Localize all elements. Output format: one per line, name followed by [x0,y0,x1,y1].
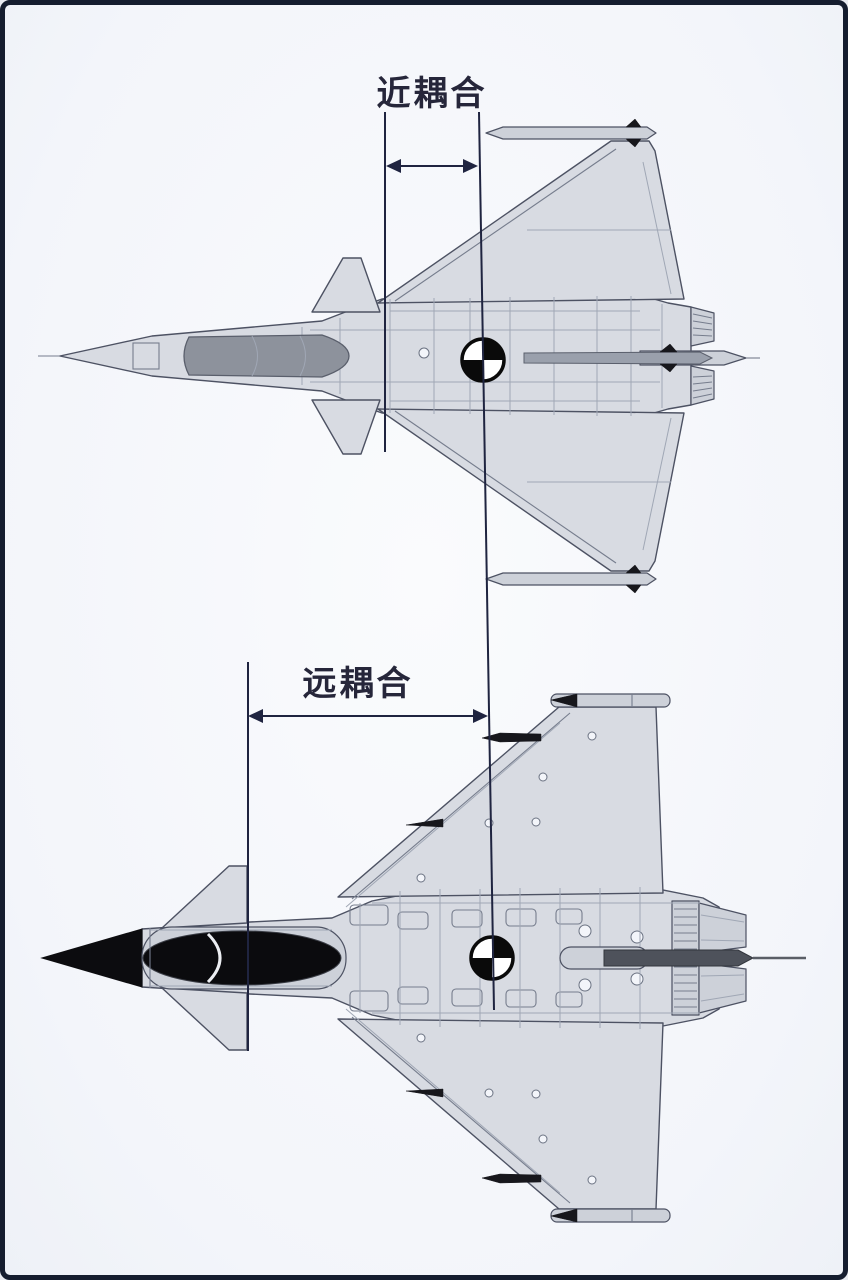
fuel-port-circle [418,347,430,359]
engine-nozzle [698,902,747,954]
intake-doors [349,904,583,930]
bottom-aircraft-left-half [161,693,747,956]
far-coupling-label: 远耦合 [302,665,414,703]
nozzle-hatching [674,908,697,950]
delta-wing [377,140,685,304]
radome [40,928,143,988]
wingtip-pod [550,693,671,708]
wing-missile [481,732,542,743]
dimension-annotations [247,111,495,1051]
bottom-aircraft-plan-view [40,693,806,1223]
nozzle-hatching [692,313,713,337]
close-coupling-arrow [386,159,478,173]
top-aircraft-left-half [311,118,715,347]
canard [311,257,381,313]
canopy [142,930,342,986]
wingtip-missile [485,126,657,140]
canopy [183,334,350,378]
cg-reference-line [478,111,495,1011]
nozzle-band [671,900,700,956]
centerline-missile [603,949,755,967]
leading-edge-dart [405,818,444,828]
engine-nozzle [690,306,715,347]
far-coupling-arrow [248,709,488,723]
nose-panel [132,342,160,370]
top-aircraft-plan-view [38,118,760,594]
close-coupling-label: 近耦合 [376,75,488,113]
canard [161,865,248,929]
centerline-missile [523,351,714,365]
